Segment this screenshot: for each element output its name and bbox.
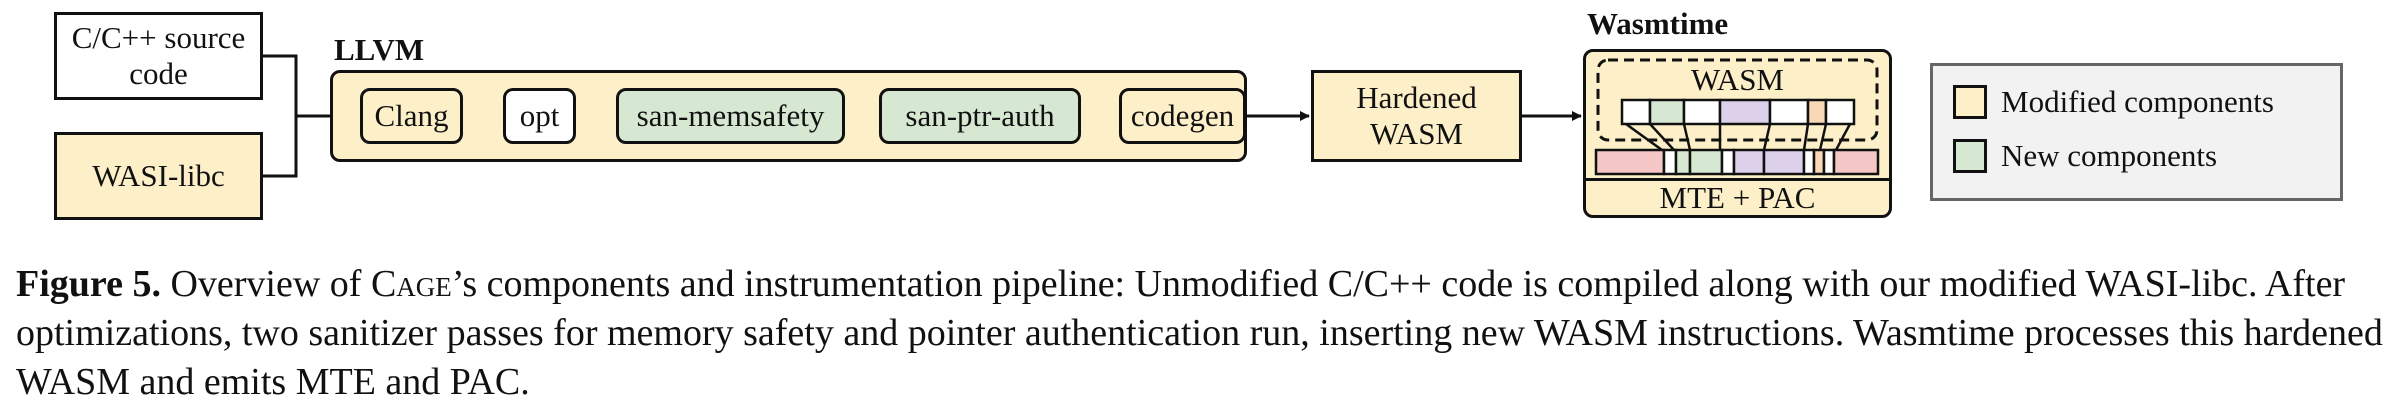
stage-san-ptr-auth: san-ptr-auth	[879, 88, 1081, 144]
source-code-label: C/C++ source code	[71, 20, 246, 91]
runtime-label: MTE + PAC	[1659, 180, 1816, 216]
hardened-wasm-label: Hardened WASM	[1356, 80, 1477, 151]
memory-cell	[1832, 148, 1880, 176]
wasm-module-cells	[1620, 98, 1856, 126]
wasi-libc-box: WASI-libc	[54, 132, 263, 220]
wasm-label: WASM	[1690, 62, 1784, 97]
stage-opt-label: opt	[519, 98, 560, 134]
wasmtime-label: Wasmtime	[1587, 6, 1729, 41]
memory-cell	[1802, 148, 1816, 176]
wasm-cell	[1718, 98, 1772, 126]
stage-codegen: codegen	[1119, 88, 1246, 144]
runtime-bar: MTE + PAC	[1586, 178, 1889, 215]
system-name: Cage	[370, 263, 452, 305]
wasm-cell	[1682, 98, 1722, 126]
legend-label-new: New components	[2001, 138, 2218, 173]
wasm-module-dashed-outline	[1596, 58, 1879, 142]
memory-cell	[1594, 148, 1666, 176]
legend-swatch-new	[1953, 139, 1987, 173]
caption-text-after: ’s components and instrumentation pipeli…	[16, 263, 2383, 403]
wasmtime-container: MTE + PAC	[1583, 49, 1892, 218]
legend-item-modified: Modified components	[1953, 84, 2274, 120]
hardened-wasm-box: Hardened WASM	[1311, 70, 1522, 162]
memory-cell	[1688, 148, 1724, 176]
legend-item-new: New components	[1953, 138, 2217, 174]
memory-cell	[1674, 148, 1692, 176]
stage-san-memsafety-label: san-memsafety	[636, 98, 825, 134]
memory-cell	[1720, 148, 1736, 176]
stage-san-ptr-auth-label: san-ptr-auth	[905, 98, 1055, 134]
legend-label-modified: Modified components	[2001, 84, 2274, 119]
legend: Modified components New components	[1930, 63, 2343, 201]
wasm-cell	[1648, 98, 1686, 126]
wasi-libc-label: WASI-libc	[92, 158, 225, 194]
wasm-cell	[1768, 98, 1810, 126]
stage-clang: Clang	[360, 88, 463, 144]
wasm-cell	[1620, 98, 1652, 126]
figure-caption: Figure 5. Overview of Cage’s components …	[16, 260, 2384, 407]
stage-clang-label: Clang	[374, 98, 449, 134]
llvm-label: LLVM	[334, 32, 425, 67]
source-code-box: C/C++ source code	[54, 12, 263, 100]
wasm-mapping-lines	[1625, 122, 1852, 152]
memory-cell	[1732, 148, 1766, 176]
legend-swatch-modified	[1953, 85, 1987, 119]
stage-opt: opt	[503, 88, 576, 144]
figure-label: Figure 5.	[16, 263, 161, 305]
memory-cell	[1822, 148, 1836, 176]
caption-text-before: Overview of	[170, 263, 362, 305]
memory-cell	[1812, 148, 1826, 176]
memory-cells	[1594, 148, 1880, 176]
wasm-cell	[1806, 98, 1828, 126]
source-connector	[263, 54, 298, 178]
memory-cell	[1662, 148, 1678, 176]
memory-cell	[1762, 148, 1806, 176]
wasm-cell	[1824, 98, 1856, 126]
stage-san-memsafety: san-memsafety	[616, 88, 845, 144]
wasm-memory-graphic	[1594, 58, 1880, 176]
stage-codegen-label: codegen	[1130, 98, 1235, 134]
